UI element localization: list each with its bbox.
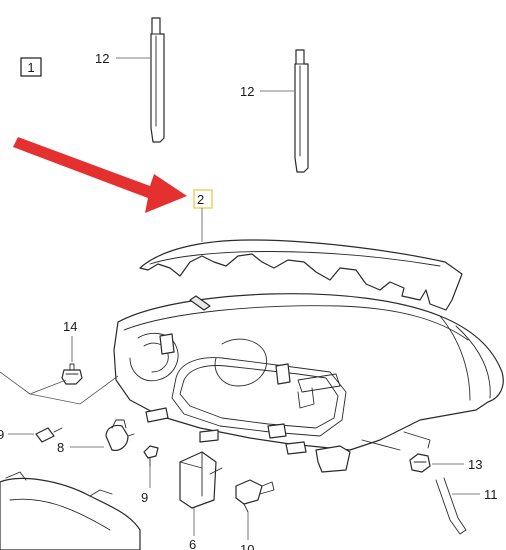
- callout-10: 10: [240, 542, 254, 550]
- callout-12-left: 12: [95, 51, 109, 66]
- trim-strip-part-2: [139, 239, 463, 311]
- callout-12-right: 12: [240, 84, 254, 99]
- seal-strip-part: [0, 471, 141, 550]
- leader-edge: [0, 371, 119, 405]
- callout-9-right: 9: [141, 490, 148, 505]
- bracket-part-12-right: [294, 49, 309, 173]
- callout-9-left: 9: [0, 427, 4, 442]
- cable-part-11: [435, 477, 467, 535]
- clip-part-14: [61, 363, 83, 385]
- screw-part-9-left: [35, 427, 63, 443]
- bulb-holder-part-8: [105, 419, 135, 451]
- callout-2[interactable]: 2: [197, 192, 204, 207]
- bulb-part-10: [235, 479, 275, 513]
- red-pointer-arrow: [13, 137, 187, 213]
- callout-14: 14: [63, 319, 77, 334]
- callout-8: 8: [57, 440, 64, 455]
- diagram-number-box: 1: [20, 57, 42, 77]
- nut-part-13: [409, 453, 431, 473]
- callout-11: 11: [484, 487, 498, 502]
- headlamp-housing: [113, 293, 504, 473]
- callout-6: 6: [189, 537, 196, 550]
- bracket-part-12-left: [150, 17, 165, 143]
- control-unit-part-6: [179, 451, 223, 509]
- highlight-box: [193, 189, 213, 209]
- callout-13: 13: [468, 457, 482, 472]
- screw-part-9-right: [143, 445, 159, 467]
- diagram-number: 1: [27, 60, 34, 75]
